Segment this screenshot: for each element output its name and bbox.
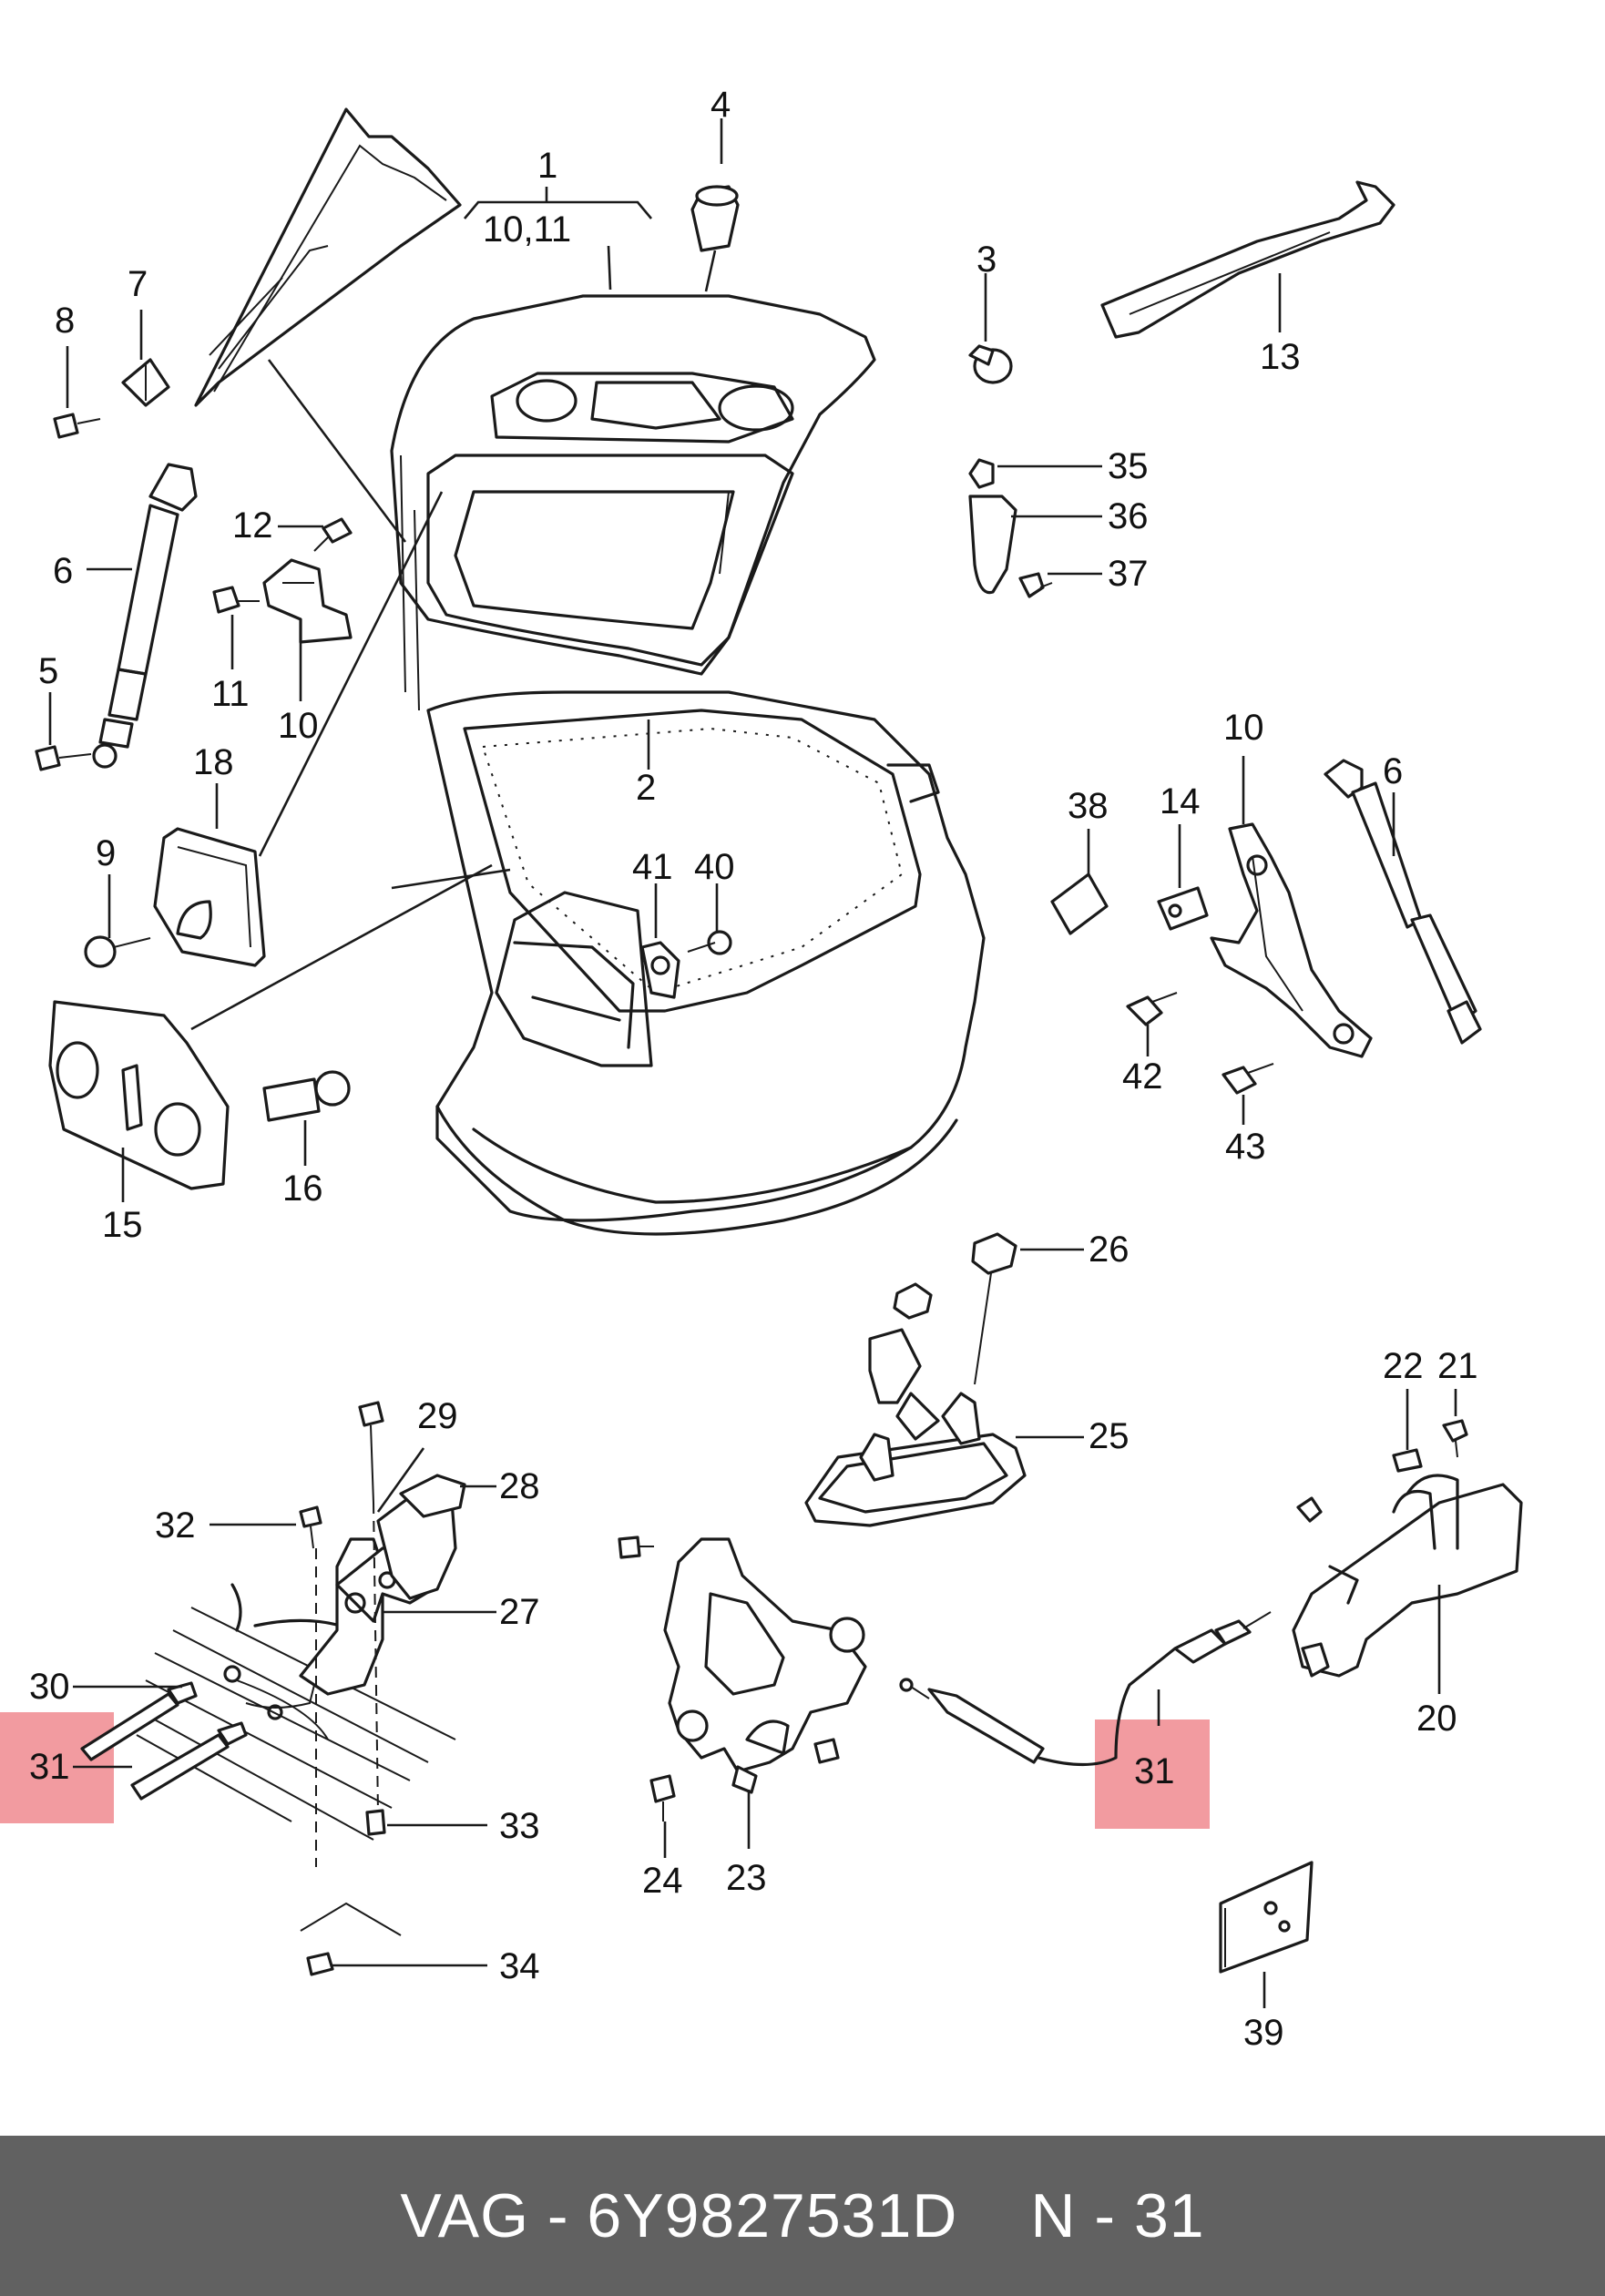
part-number-footer: VAG - 6Y9827531D N - 31 [0, 2136, 1605, 2296]
part-5-screw [35, 692, 118, 771]
part-3-clip [968, 273, 1013, 384]
callout-24: 24 [642, 1861, 683, 1901]
small-bolts-center [618, 1536, 840, 1764]
callout-6-left: 6 [53, 551, 73, 591]
part-4-cap [690, 118, 740, 292]
part-23-lock [663, 1537, 867, 1849]
part-30-cable [73, 1665, 241, 1761]
part-31-cable-left [73, 1704, 283, 1801]
callout-4: 4 [710, 85, 731, 125]
callout-21: 21 [1437, 1346, 1478, 1386]
callout-31-left: 31 [29, 1747, 70, 1787]
part-code: VAG - 6Y9827531D [400, 2181, 958, 2250]
callout-34: 34 [499, 1946, 540, 1986]
part-1-bracket [464, 187, 652, 291]
callout-10-right: 10 [1223, 708, 1264, 748]
callout-labels: 1 10,11 4 3 13 35 36 37 7 8 6 5 12 11 10… [29, 85, 1478, 2053]
part-7-bracket [121, 310, 170, 407]
part-22-clip [1392, 1389, 1423, 1473]
callout-32: 32 [155, 1505, 196, 1546]
callout-29: 29 [417, 1396, 458, 1436]
highlight-box-31-right [1095, 1719, 1210, 1829]
part-42-bolt [1126, 992, 1178, 1056]
callout-10-11: 10,11 [483, 209, 571, 250]
part-31-cable [899, 1611, 1272, 1767]
callout-30: 30 [29, 1667, 70, 1707]
body-pillar-outline [194, 107, 462, 407]
callout-1: 1 [537, 146, 557, 186]
callout-35: 35 [1108, 446, 1149, 486]
part-20-handle [1292, 1474, 1523, 1694]
part-35-36-37-strap [968, 458, 1102, 598]
part-26-nut [893, 1232, 1084, 1385]
callout-27: 27 [499, 1592, 540, 1632]
tailgate-part-1 [390, 294, 876, 711]
part-9-screw [84, 874, 151, 968]
part-28-handle [376, 1474, 496, 1600]
callout-39: 39 [1243, 2013, 1284, 2053]
callout-40: 40 [694, 847, 735, 887]
callout-22: 22 [1383, 1346, 1424, 1386]
callout-36: 36 [1108, 496, 1149, 536]
callout-6-right: 6 [1383, 751, 1403, 791]
callout-2: 2 [636, 768, 656, 808]
callout-20: 20 [1416, 1699, 1457, 1739]
callout-15: 15 [102, 1205, 143, 1245]
callout-5: 5 [38, 651, 58, 691]
callout-8: 8 [55, 301, 75, 341]
callout-11: 11 [211, 674, 250, 714]
callout-10-left: 10 [278, 706, 319, 746]
assembly-dashed-lines-lower [315, 1502, 379, 1867]
part-24-bolt [649, 1774, 676, 1858]
part-8-screw [53, 346, 101, 439]
callout-3: 3 [976, 240, 997, 280]
callout-26: 26 [1089, 1230, 1130, 1270]
part-14-clip [1157, 824, 1209, 931]
callout-7: 7 [128, 264, 148, 304]
part-38-pad [1050, 829, 1109, 935]
part-10-hinge-left [262, 558, 353, 701]
callout-42: 42 [1122, 1056, 1163, 1097]
callout-37: 37 [1108, 554, 1149, 594]
part-25-latch-housing [804, 1328, 1084, 1527]
callout-23: 23 [726, 1858, 767, 1898]
lower-left-floor-panel [136, 1583, 456, 1841]
part-6-gas-strut-right [1324, 759, 1482, 1045]
callout-33: 33 [499, 1806, 540, 1846]
part-16-bolt [262, 1070, 351, 1166]
part-21-screw [1442, 1389, 1468, 1458]
callout-31-right: 31 [1134, 1751, 1175, 1791]
callout-25: 25 [1089, 1416, 1130, 1456]
callout-9: 9 [96, 833, 116, 873]
callout-43: 43 [1225, 1127, 1266, 1167]
callout-12: 12 [232, 505, 273, 546]
part-18-panel [153, 783, 266, 967]
part-40-bolt [687, 883, 732, 955]
part-29-screw [358, 1401, 425, 1513]
part-6-gas-strut-left [87, 463, 198, 749]
part-11-bolt [212, 586, 260, 669]
part-15-buffer [48, 1000, 230, 1202]
callout-28: 28 [499, 1466, 540, 1506]
callout-16: 16 [282, 1168, 323, 1209]
part-13-spoiler [1100, 180, 1395, 339]
callout-38: 38 [1068, 786, 1109, 826]
part-33-bolt [365, 1809, 487, 1836]
part-10-hinge-right [1210, 756, 1373, 1058]
position-label: N - 31 [1030, 2181, 1205, 2250]
assembly-lines-upper [190, 359, 511, 1031]
callout-41: 41 [632, 847, 673, 887]
callout-13: 13 [1260, 337, 1301, 377]
callout-18: 18 [193, 742, 234, 782]
part-34-nut [300, 1902, 487, 1976]
part-12-bolt [278, 517, 353, 552]
car-rear-body [426, 690, 986, 1236]
callout-14: 14 [1160, 781, 1201, 821]
part-32-screw [210, 1505, 322, 1549]
part-41-bracket [640, 883, 680, 999]
part-39-label-sheet [1219, 1861, 1314, 2008]
parts-diagram: 1 10,11 4 3 13 35 36 37 7 8 6 5 12 11 10… [0, 85, 1523, 2053]
part-43-bolt [1222, 1063, 1274, 1125]
